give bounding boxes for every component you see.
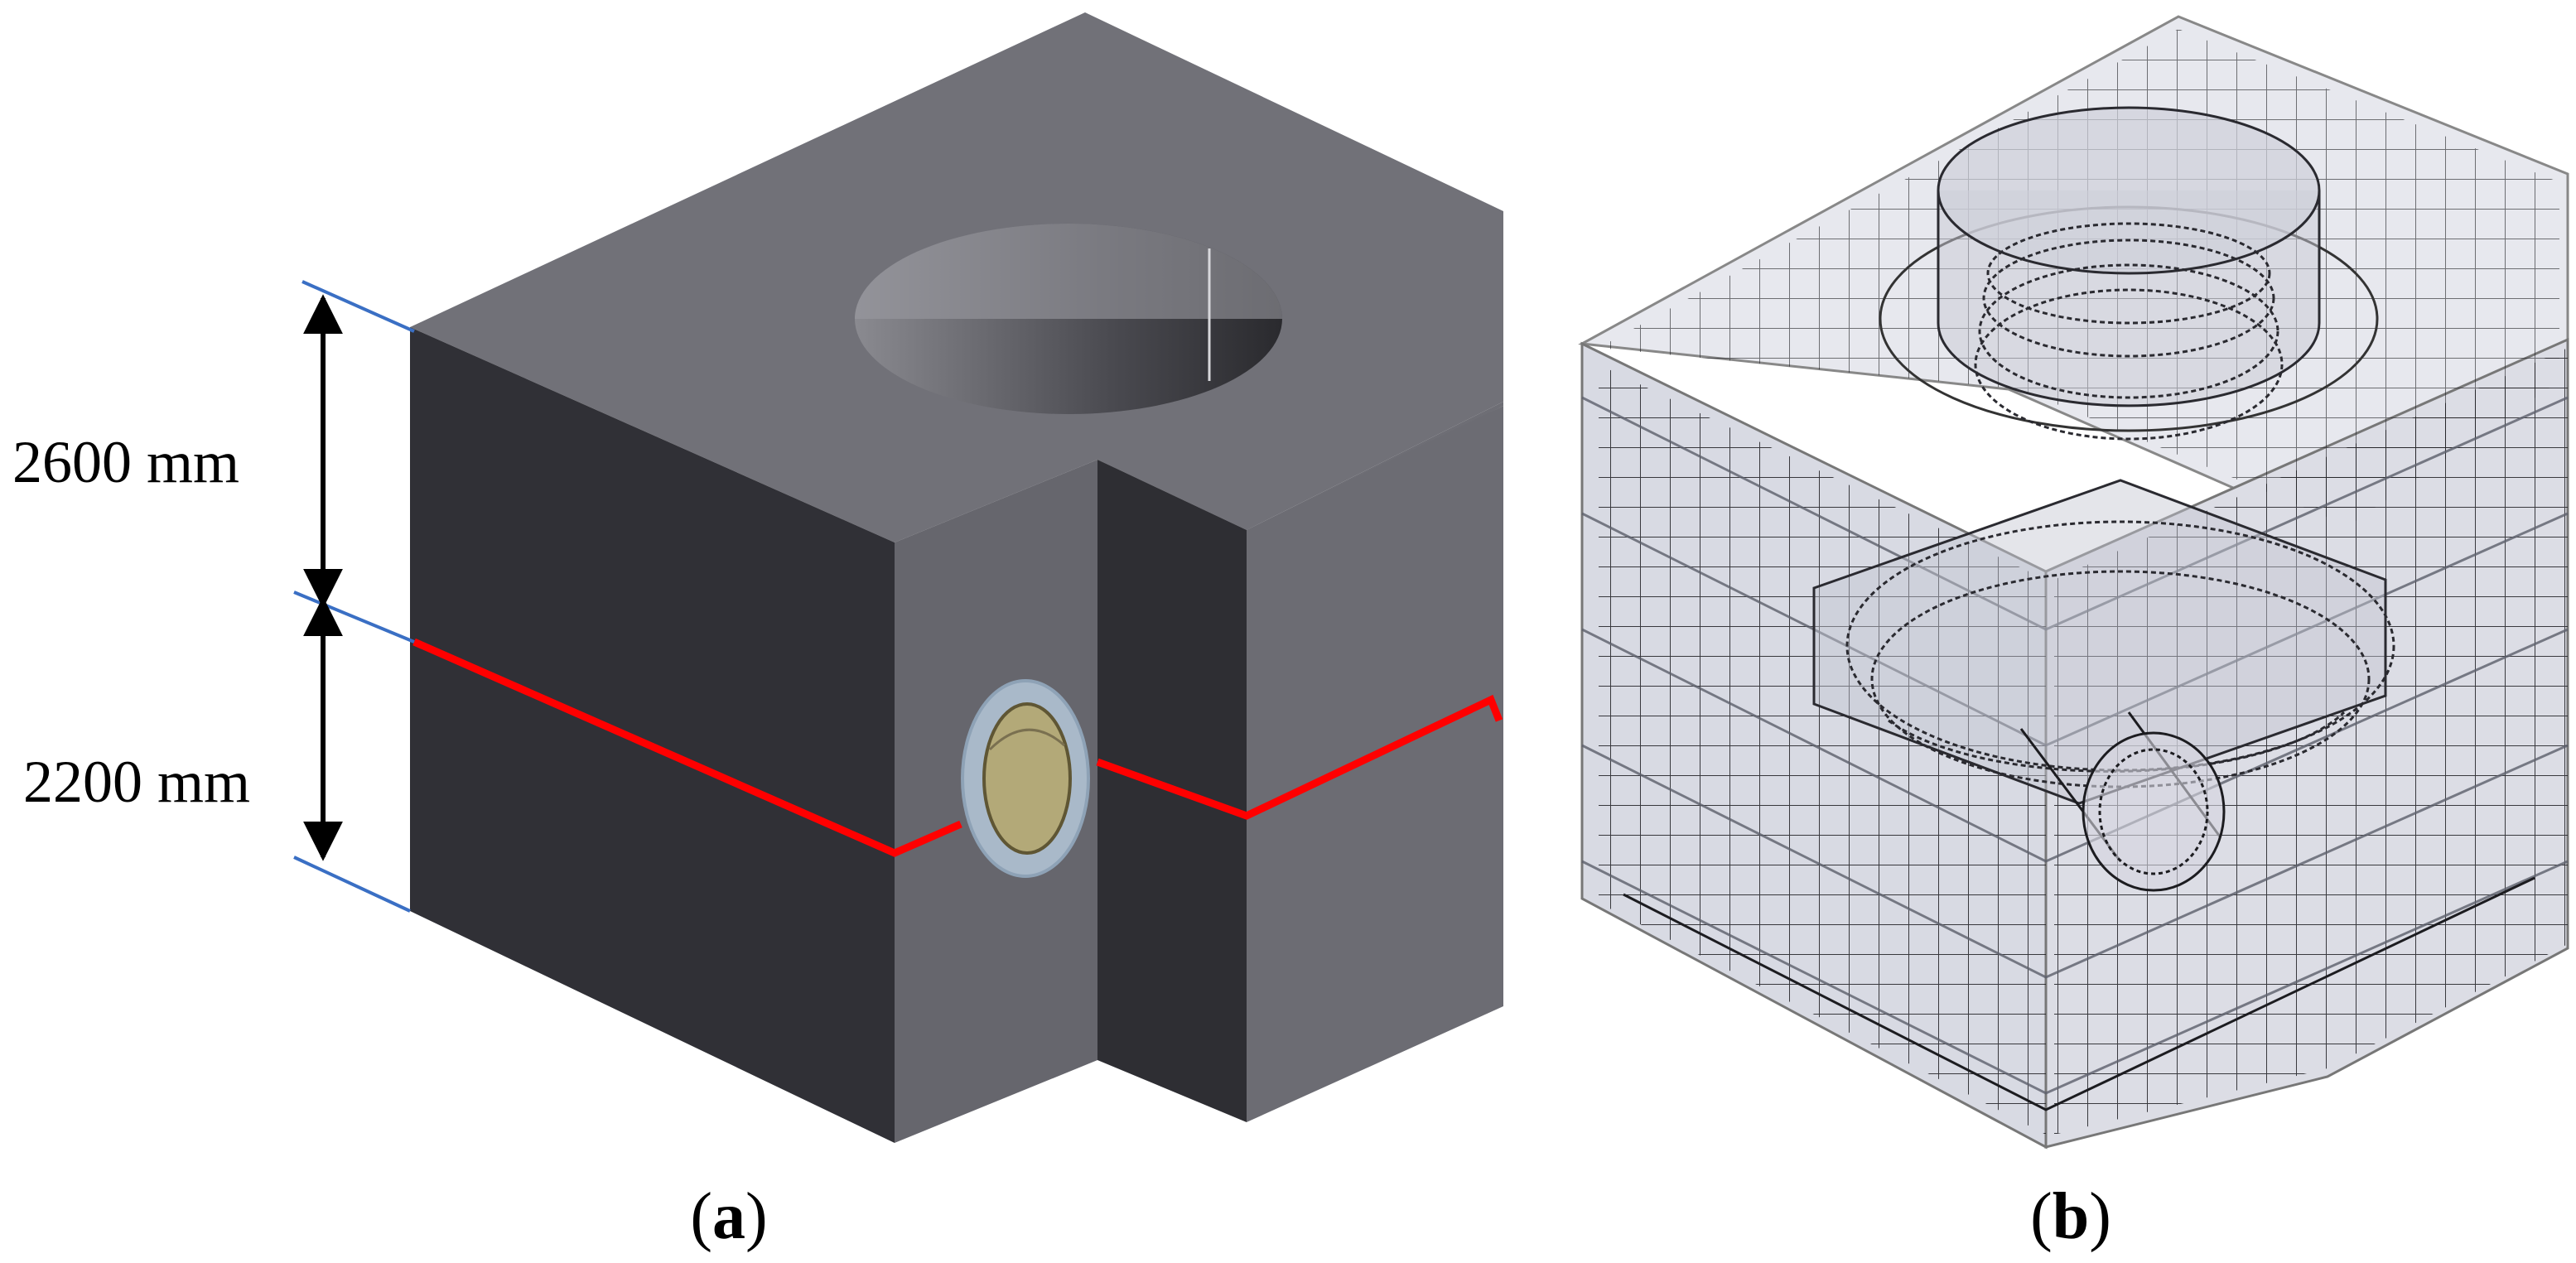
caption-b: (b) — [2030, 1180, 2111, 1253]
dimension-guide-middle — [293, 591, 415, 644]
panel-b-rebar-wireframe: (b) — [1578, 15, 2569, 1253]
dimension-label-lower: 2200 mm — [23, 749, 250, 815]
dimension-guide-top — [301, 280, 415, 333]
rebar-level-bands — [1581, 396, 2569, 1095]
panel-a-solid-model: 2600 mm 2200 mm (a) — [12, 12, 1503, 1253]
block-right-face — [1247, 406, 1503, 1122]
inlet-cylinder — [1879, 106, 2379, 441]
floor-slab — [1623, 876, 2535, 1111]
chamber-body — [1812, 479, 2395, 805]
block-left-face — [410, 327, 895, 1143]
dimension-guide-bottom — [293, 856, 411, 913]
dimension-label-upper: 2600 mm — [12, 429, 239, 495]
pipe-bore — [982, 702, 1072, 855]
rebar-grid-right — [2054, 348, 2568, 1135]
outlet-pipe — [2019, 711, 2226, 892]
section-cut-line — [412, 638, 962, 857]
caption-a: (a) — [690, 1180, 767, 1253]
